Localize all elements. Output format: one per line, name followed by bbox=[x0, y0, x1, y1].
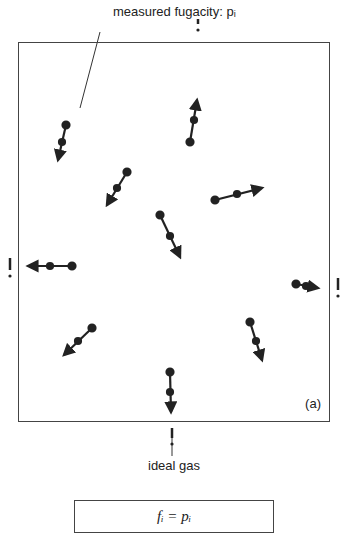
container-box: (a) bbox=[18, 42, 330, 422]
annotation-label: ideal gas bbox=[146, 458, 202, 473]
molecules bbox=[28, 100, 318, 412]
formula-box: fᵢ = pᵢ bbox=[74, 500, 274, 533]
impact-marks bbox=[8, 12, 339, 446]
panel-label: (a) bbox=[305, 396, 321, 411]
annotation-label: measured fugacity: pᵢ bbox=[111, 4, 238, 19]
leader-line bbox=[80, 32, 100, 108]
formula-text: fᵢ = pᵢ bbox=[85, 508, 263, 525]
